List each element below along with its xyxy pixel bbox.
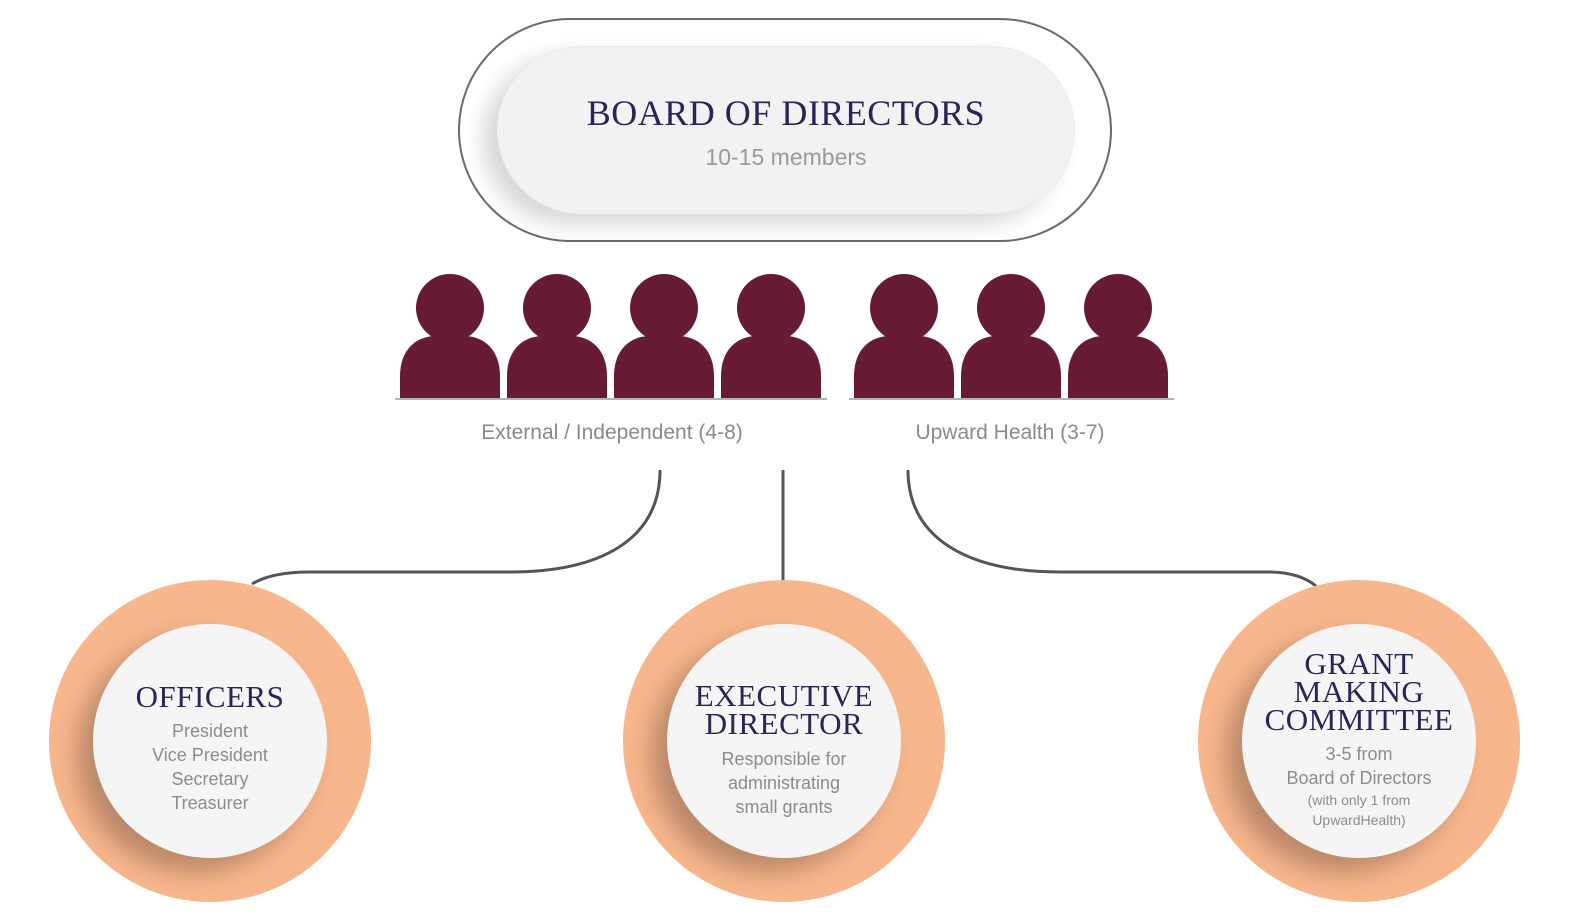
officers-roles: President Vice President Secretary Treas… xyxy=(93,719,327,815)
description-line: 3-5 from xyxy=(1325,744,1393,764)
description-note: UpwardHealth) xyxy=(1312,812,1406,828)
person-icon xyxy=(400,274,500,398)
executive-director-title: EXECUTIVE DIRECTOR xyxy=(667,678,901,741)
connector-grant-committee xyxy=(906,469,1317,588)
executive-director-title-line: DIRECTOR xyxy=(704,706,864,741)
officers-title: OFFICERS xyxy=(135,679,285,714)
officers-role: President xyxy=(171,721,249,741)
board-outline xyxy=(458,18,1112,242)
group-label-upward: Upward Health (3-7) xyxy=(915,421,1105,444)
person-icon xyxy=(614,274,714,398)
person-icon xyxy=(854,274,954,398)
group-upward-people xyxy=(854,274,1168,398)
connector-officers xyxy=(251,469,662,586)
grant-committee-title-line: MAKING xyxy=(1293,674,1425,709)
description-line: Board of Directors xyxy=(1286,768,1432,788)
officers-disc xyxy=(93,624,327,858)
officers-role: Secretary xyxy=(171,769,249,789)
board-title: BOARD OF DIRECTORS xyxy=(586,93,986,133)
board-subtitle: 10-15 members xyxy=(705,144,867,170)
grant-committee-description: 3-5 from Board of Directors (with only 1… xyxy=(1242,742,1476,830)
grant-committee-title: GRANT MAKING COMMITTEE xyxy=(1242,646,1476,737)
executive-director-disc xyxy=(667,624,901,858)
group-external-people xyxy=(400,274,821,398)
description-line: Responsible for xyxy=(721,749,847,769)
grant-committee-title-line: GRANT xyxy=(1304,646,1414,681)
officers-role: Vice President xyxy=(152,745,268,765)
description-note: (with only 1 from xyxy=(1307,792,1411,808)
group-label-external: External / Independent (4-8) xyxy=(481,421,743,444)
person-icon xyxy=(961,274,1061,398)
description-line: administrating xyxy=(727,773,841,793)
grant-committee-title-line: COMMITTEE xyxy=(1264,702,1454,737)
board-panel xyxy=(497,46,1075,214)
person-icon xyxy=(721,274,821,398)
person-icon xyxy=(507,274,607,398)
executive-director-title-line: EXECUTIVE xyxy=(694,678,874,713)
grant-committee-disc xyxy=(1242,624,1476,858)
executive-director-description: Responsible for administrating small gra… xyxy=(667,747,901,819)
officers-role: Treasurer xyxy=(171,793,249,813)
description-line: small grants xyxy=(735,797,833,817)
person-icon xyxy=(1068,274,1168,398)
